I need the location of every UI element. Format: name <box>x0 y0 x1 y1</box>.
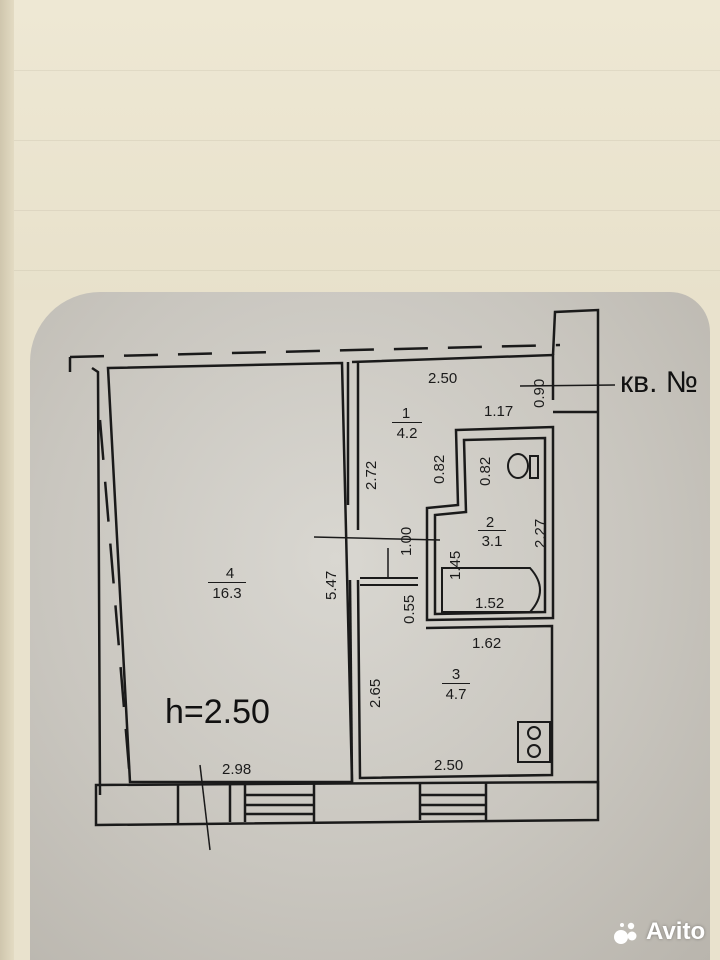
window-2-glazing <box>420 793 486 816</box>
apartment-label: кв. № <box>620 366 698 399</box>
dimension-label: 5.47 <box>323 570 340 600</box>
paper-line <box>14 210 720 211</box>
room-4-number: 4 <box>225 565 235 582</box>
dimension-label: 1.62 <box>472 635 502 652</box>
room-2-outline <box>425 425 555 622</box>
stove-icon <box>517 721 551 763</box>
paper-line <box>14 270 720 271</box>
dimension-label: 1.17 <box>484 403 514 420</box>
dimension-label: 0.90 <box>531 378 548 408</box>
dimension-label: 1.45 <box>447 550 464 580</box>
paper-background <box>0 0 720 300</box>
room-3-area: 4.7 <box>442 683 470 702</box>
toilet-icon <box>507 453 539 479</box>
section-line-middle <box>313 536 441 541</box>
dimension-label: 2.27 <box>532 518 549 548</box>
leader-line-apt <box>519 384 616 387</box>
dashed-boundary-left <box>98 419 132 781</box>
ceiling-height: h=2.50 <box>165 693 270 731</box>
room-2-inner <box>433 436 547 616</box>
room-1-number: 1 <box>401 405 411 422</box>
dimension-label: 2.50 <box>428 370 458 387</box>
dimension-label: 2.98 <box>222 761 252 778</box>
room-4-area: 16.3 <box>208 582 246 601</box>
avito-logo-icon <box>612 918 640 946</box>
paper-line <box>14 140 720 141</box>
room-2-number: 2 <box>485 514 495 531</box>
wall-right-outer <box>551 308 600 790</box>
paper-line <box>14 70 720 71</box>
bathtub-icon <box>441 567 541 613</box>
room-3-number: 3 <box>451 666 461 683</box>
wall-left-outer <box>91 366 102 796</box>
dimension-label: 0.82 <box>477 456 494 486</box>
watermark-text: Avito <box>646 918 706 945</box>
window-1-glazing <box>245 793 314 816</box>
partition-3-4 <box>348 579 354 783</box>
room-2-area: 3.1 <box>478 530 506 549</box>
door-opening <box>360 577 418 586</box>
dimension-label: 2.65 <box>367 678 384 708</box>
dimension-label: 2.72 <box>363 460 380 490</box>
section-line-bottom <box>199 764 211 851</box>
paper-edge <box>0 0 14 960</box>
dimension-label: 1.52 <box>475 595 505 612</box>
shadow-area <box>30 292 710 960</box>
dimension-label: 0.55 <box>401 594 418 624</box>
room-3-outline <box>356 579 554 780</box>
dimension-label: 1.00 <box>398 526 415 556</box>
dimension-label: 0.82 <box>431 454 448 484</box>
dimension-label: 2.50 <box>434 757 464 774</box>
wall-bottom <box>94 780 600 827</box>
watermark: Avito <box>612 918 705 946</box>
room-1-area: 4.2 <box>392 422 422 441</box>
dashed-boundary-top <box>69 343 561 359</box>
